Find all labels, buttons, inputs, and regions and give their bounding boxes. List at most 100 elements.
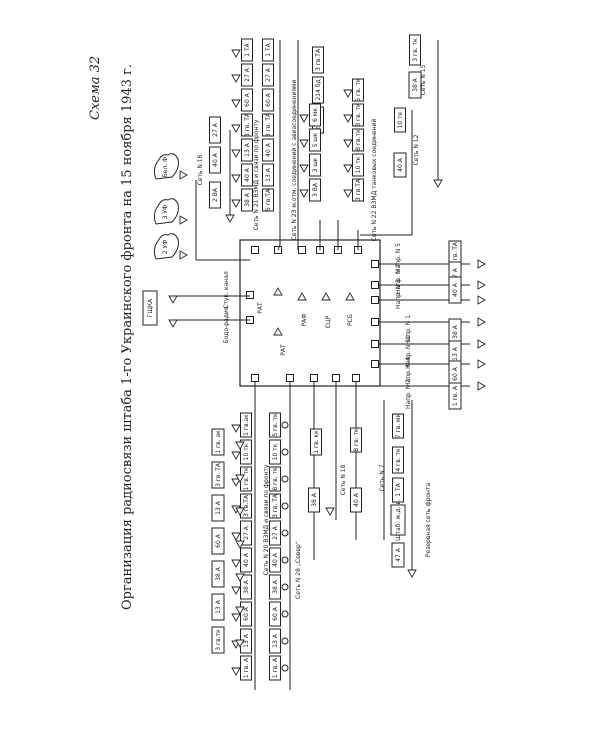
net22-box-label: 10 тк bbox=[355, 156, 362, 173]
cloud-site-icon bbox=[153, 198, 179, 225]
net20-box bbox=[269, 439, 281, 465]
net16-box bbox=[209, 146, 221, 174]
outer-row-antenna-icon bbox=[235, 573, 245, 582]
net23-box-label: 5 шк bbox=[312, 132, 319, 147]
net20-terminal-circle-icon bbox=[281, 664, 289, 672]
net21-row2-box-label: 13 А bbox=[265, 167, 272, 182]
direction-box-label: 27 А bbox=[452, 267, 459, 282]
net21-antenna-icon bbox=[231, 199, 241, 208]
net21-row2-box bbox=[262, 63, 274, 87]
net21-right-box-label: 3 гв.ТА bbox=[315, 48, 322, 71]
net28-box-label: 1 гв.ак bbox=[243, 414, 250, 436]
net21-antenna-icon bbox=[231, 74, 241, 83]
net16-box-label: 40 А bbox=[212, 152, 219, 167]
net21-row1-box-label: 1 ТА bbox=[244, 42, 251, 56]
net20-box bbox=[269, 520, 281, 546]
central-hub-frame bbox=[239, 239, 381, 387]
net23-antenna-icon bbox=[299, 189, 309, 198]
net21-row2-box bbox=[262, 88, 274, 112]
net20-terminal-circle-icon bbox=[281, 610, 289, 618]
net23-label: Сеть N 23 м.отм. соединений с авиасоедин… bbox=[291, 79, 298, 240]
net21-right-box bbox=[312, 76, 324, 104]
net23-antenna-icon bbox=[299, 164, 309, 173]
net21-row1-box-label: 13 А bbox=[244, 142, 251, 157]
net23-box bbox=[309, 178, 321, 202]
outer-row-box-label: 38 А bbox=[215, 566, 222, 581]
net23-antenna-icon bbox=[299, 114, 309, 123]
link-label-bodo: Бодо-радио bbox=[223, 306, 230, 343]
hub-terminal-bottom-3 bbox=[332, 374, 340, 382]
net21-row1-box-label: 27 А bbox=[244, 67, 251, 82]
net28-antenna-icon bbox=[231, 667, 241, 676]
net28-antenna-icon bbox=[231, 532, 241, 541]
outer-row-antenna-icon bbox=[235, 540, 245, 549]
net23-box-label: 6 мк bbox=[312, 108, 319, 122]
link-antenna-icon bbox=[168, 319, 178, 328]
net28-box-label: 1 гв. тк bbox=[243, 467, 250, 491]
net12-label: Сеть N 12 bbox=[413, 134, 420, 165]
reserve-box-label: Штаб. ж.д. в. bbox=[395, 499, 402, 541]
net21-row2-box bbox=[262, 163, 274, 187]
net28-antenna-icon bbox=[231, 586, 241, 595]
net16-antenna-icon bbox=[225, 214, 235, 223]
net20-box bbox=[269, 547, 281, 573]
net7-box-label: 7 гв. мк bbox=[395, 413, 402, 438]
net16-box bbox=[209, 181, 221, 209]
hub-terminal-right-0 bbox=[371, 260, 379, 268]
net20-label: Сеть N 20 ВЗМД и связи по фронту bbox=[263, 464, 270, 575]
net20-box bbox=[269, 601, 281, 627]
hub-terminal-top-0 bbox=[251, 246, 259, 254]
net22-box-label: 8 гв. тк bbox=[355, 103, 362, 127]
net23-box bbox=[309, 103, 321, 127]
net28-box-label: 27 А bbox=[243, 525, 250, 540]
hub-terminal-bottom-4 bbox=[352, 374, 360, 382]
net18-box-label: 8 гв. тк bbox=[353, 428, 360, 452]
direction-box-label: 60 А bbox=[452, 366, 459, 381]
direction-label: Напр. N 1 bbox=[405, 315, 412, 345]
net22-antenna-icon bbox=[343, 189, 353, 198]
net28-antenna-icon bbox=[231, 451, 241, 460]
outer-row-box-label: 3 гв.тк bbox=[215, 629, 222, 651]
site-label-2: 2 УФ bbox=[162, 240, 169, 255]
direction-box bbox=[448, 382, 462, 410]
net20-terminal-circle-icon bbox=[281, 502, 289, 510]
net22-lower-box-label: 40 А bbox=[397, 157, 404, 172]
net20-terminal-circle-icon bbox=[281, 421, 289, 429]
outer-row-box bbox=[211, 560, 225, 588]
reserve-antenna-icon bbox=[407, 569, 417, 578]
net21-antenna-icon bbox=[231, 149, 241, 158]
net21-row1-box-label: 60 А bbox=[244, 92, 251, 107]
direction-antenna-icon bbox=[477, 359, 486, 369]
direction-label: Напр. N 10 bbox=[405, 335, 412, 369]
hub-terminal-bottom-0 bbox=[251, 374, 259, 382]
net22-box-label: 5 гв. тк bbox=[355, 78, 362, 102]
hub-antenna-icon bbox=[321, 292, 331, 301]
hub-label-raf: РАФ bbox=[301, 314, 308, 327]
net20-box-label: 13 А bbox=[272, 633, 279, 648]
reserve-box-label: 47 А bbox=[395, 547, 402, 562]
outer-row-box bbox=[211, 527, 225, 555]
net18-box-label: 1 гв. кк bbox=[313, 430, 320, 454]
net20-box-label: 40 А bbox=[272, 552, 279, 567]
outer-row-box-label: 13 А bbox=[215, 500, 222, 515]
net21-row1-box bbox=[241, 88, 253, 112]
hub-label-rat: РАТ bbox=[257, 302, 264, 314]
net28-box-label: 3 гв.ТА bbox=[243, 494, 250, 517]
net20-terminal-circle-icon bbox=[281, 475, 289, 483]
net21-row1-box bbox=[241, 138, 253, 162]
net15-box bbox=[409, 34, 421, 66]
net16-label: Сеть N 16 bbox=[197, 154, 204, 185]
net21-label: Сеть N 21 ВЗМД и связи по фронту bbox=[253, 119, 260, 230]
net21-row1-box-label: 3 гв. ТА bbox=[244, 112, 251, 137]
direction-box-label: 38 А bbox=[452, 324, 459, 339]
net28-box-label: 13 А bbox=[243, 633, 250, 648]
net21-row1-box bbox=[241, 38, 253, 62]
net20-box-label: 38 А bbox=[272, 579, 279, 594]
net21-antenna-icon bbox=[231, 99, 241, 108]
net22-label: Сеть N 22 ВЗМД танковых соединений bbox=[371, 119, 378, 242]
net20-box-label: 3 гв. ТА bbox=[272, 493, 279, 518]
direction-antenna-icon bbox=[477, 339, 486, 349]
direction-box-label: 3 гв. ТА bbox=[452, 241, 459, 266]
net20-box bbox=[269, 412, 281, 438]
net28-label: Сеть N 28 „Север“ bbox=[295, 541, 302, 599]
